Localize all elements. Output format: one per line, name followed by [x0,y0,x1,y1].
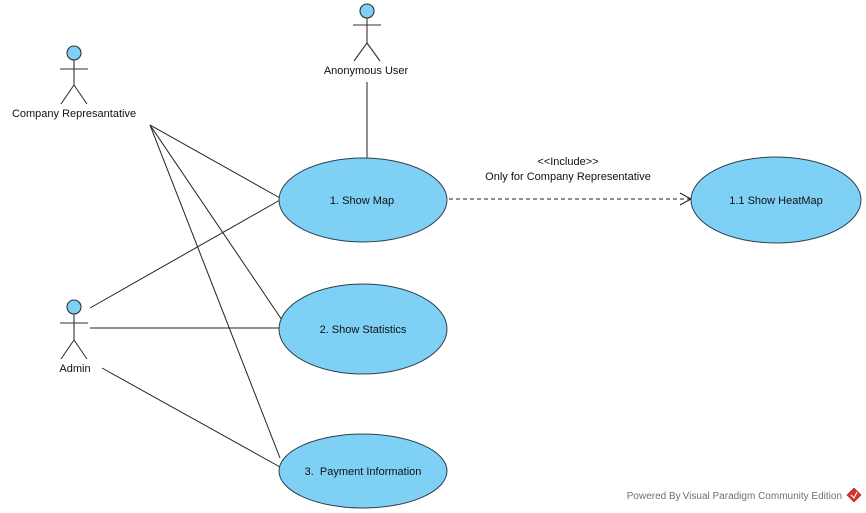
association-company-rep-show-statistics [149,124,283,321]
actor-company-representative[interactable]: Company Represantative [12,45,136,120]
include-note-label: Only for Company Representative [485,171,651,183]
use-case-payment-information-ellipse [278,433,448,509]
actor-company-rep-head [66,45,82,61]
actor-anonymous-user[interactable]: Anonymous User [324,3,409,77]
use-case-show-heatmap-label: 1.1 Show HeatMap [729,195,823,207]
actor-admin-right-leg [73,339,88,360]
actor-company-rep-left-leg [60,84,75,105]
use-case-payment-information-label: 3. Payment Information [305,466,422,478]
association-company-rep-payment-information [149,124,281,459]
actor-anonymous-user-head [359,3,375,19]
actor-anonymous-user-left-leg [353,42,368,62]
use-case-show-map-label: 1. Show Map [330,195,394,207]
use-case-show-map[interactable]: 1. Show Map [278,157,448,243]
use-case-show-heatmap[interactable]: 1.1 Show HeatMap [690,156,862,244]
actor-anonymous-user-right-leg [366,42,381,62]
actor-company-rep-label: Company Represantative [12,108,136,120]
actor-admin[interactable]: Admin [59,299,91,375]
association-company-rep-show-map [149,124,281,199]
powered-by-footer: Powered By Visual Paradigm Community Edi… [627,491,842,502]
use-case-show-statistics-label: 2. Show Statistics [320,324,407,336]
association-admin-show-map [89,199,281,309]
actor-company-rep-right-leg [73,84,88,105]
actor-anonymous-user-label: Anonymous User [324,65,409,77]
use-case-show-map-ellipse [278,157,448,243]
use-case-show-statistics[interactable]: 2. Show Statistics [278,283,448,375]
actor-admin-left-leg [60,339,75,360]
use-case-show-statistics-ellipse [278,283,448,375]
association-admin-payment-information [101,367,281,468]
include-stereotype-label: <<Include>> [537,156,598,168]
use-case-payment-information[interactable]: 3. Payment Information [278,433,448,509]
use-case-show-heatmap-ellipse [690,156,862,244]
actor-admin-label: Admin [59,363,90,375]
visual-paradigm-logo-icon [846,487,862,503]
actor-admin-head [66,299,82,315]
